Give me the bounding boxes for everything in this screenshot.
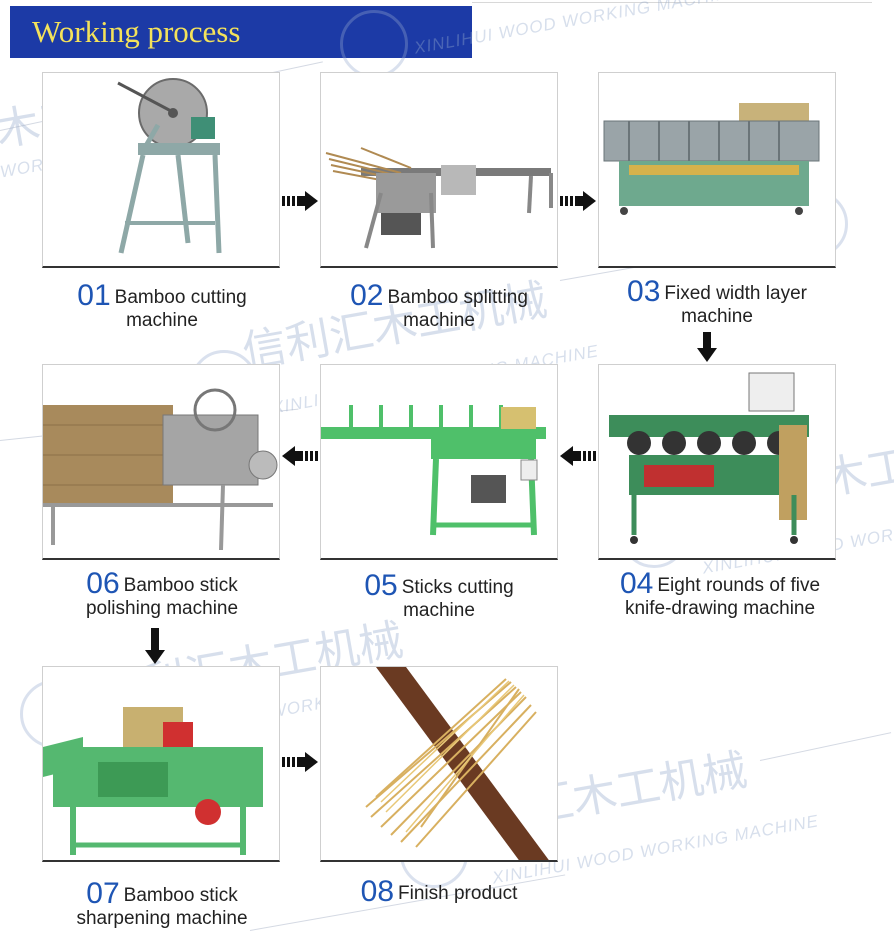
step-number: 08 [360,875,395,908]
machine-photo-bamboo-splitting [320,72,558,268]
step-label-line2: machine [403,600,475,621]
arrow-right-icon [282,752,318,772]
watermark-seal [340,10,408,78]
arrow-down-icon [145,628,165,664]
step-label-line1: Eight rounds of five [657,575,821,596]
finished-product-photo [320,666,558,862]
machine-photo-sticks-cutting [320,364,558,560]
step-number: 06 [86,567,120,600]
step-number: 02 [350,279,384,312]
step-label-line1: Bamboo splitting [387,287,528,308]
step-label-line1: Finish product [398,883,518,904]
machine-photo-fixed-width-layer [598,72,836,268]
arrow-right-icon [282,191,318,211]
step-label-line2: polishing machine [85,598,239,619]
step-number: 05 [364,569,398,602]
machine-photo-bamboo-cutting [42,72,280,268]
step-label-line1: Bamboo cutting [114,287,247,308]
step-label-line1: Bamboo stick [123,575,238,596]
step-label-line2: machine [126,310,198,331]
watermark-line [759,732,892,761]
step-number: 07 [86,877,120,910]
arrow-left-icon [282,446,318,466]
machine-photo-sharpening [42,666,280,862]
step-label-line1: Bamboo stick [123,885,238,906]
step-number: 03 [627,275,661,308]
machine-photo-polishing [42,364,280,560]
step-label-line2: machine [681,306,753,327]
divider [472,2,872,3]
machine-photo-knife-drawing [598,364,836,560]
arrow-down-icon [697,332,717,362]
step-label-line1: Sticks cutting [401,577,514,598]
arrow-left-icon [560,446,596,466]
step-label-line2: machine [403,310,475,331]
step-label-line1: Fixed width layer [664,283,807,304]
step-label-line2: sharpening machine [76,908,248,929]
step-label-line2: knife-drawing machine [624,598,816,619]
step-number: 01 [77,279,111,312]
arrow-right-icon [560,191,596,211]
step-number: 04 [619,567,654,600]
